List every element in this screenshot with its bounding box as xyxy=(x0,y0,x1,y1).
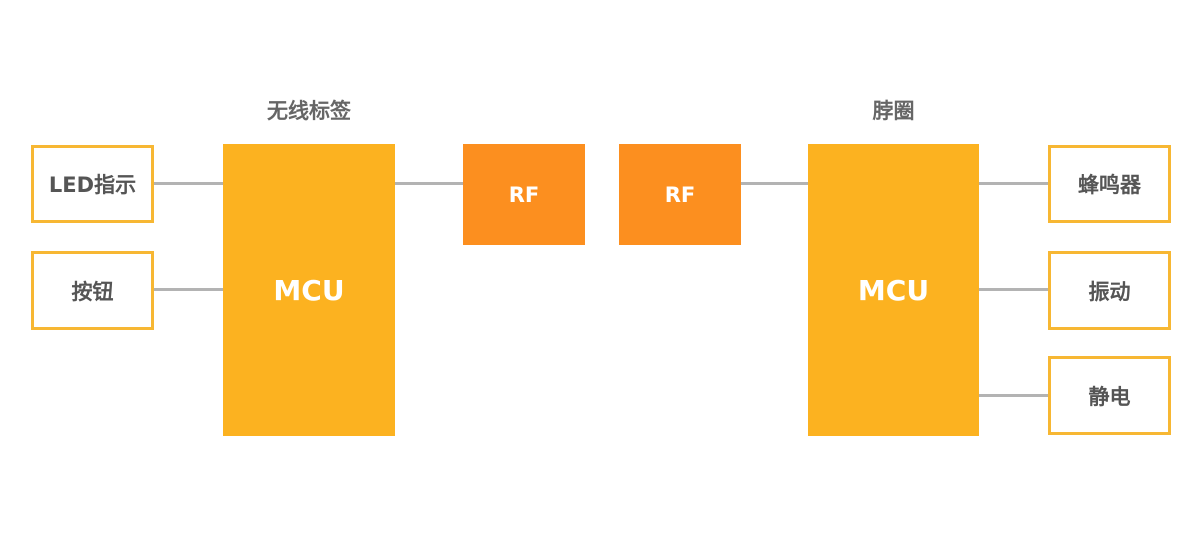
tag-rf-block: RF xyxy=(463,144,585,245)
led-indicator-box: LED指示 xyxy=(31,145,154,223)
vibration-label: 振动 xyxy=(1088,279,1131,304)
connector-mcu-buzzer xyxy=(979,182,1049,185)
connector-mcu-vibration xyxy=(979,288,1049,291)
tag-mcu-label: MCU xyxy=(273,273,345,307)
collar-rf-label: RF xyxy=(664,182,696,207)
collar-mcu-label: MCU xyxy=(857,273,930,307)
collar-rf-block: RF xyxy=(619,144,741,245)
connector-button-mcu xyxy=(154,288,223,291)
buzzer-label: 蜂鸣器 xyxy=(1078,173,1141,197)
tag-rf-label: RF xyxy=(508,182,540,207)
led-indicator-label: LED指示 xyxy=(48,173,137,197)
tag-title: 无线标签 xyxy=(267,99,351,123)
collar-mcu-block: MCU xyxy=(808,144,979,436)
connector-tag-mcu-rf xyxy=(395,182,463,185)
connector-collar-rf-mcu xyxy=(741,182,808,185)
vibration-box: 振动 xyxy=(1048,251,1171,330)
tag-mcu-block: MCU xyxy=(223,144,395,436)
button-label: 按钮 xyxy=(71,279,114,304)
connector-led-mcu xyxy=(154,182,223,185)
connector-mcu-static xyxy=(979,394,1049,397)
button-box: 按钮 xyxy=(31,251,154,330)
buzzer-box: 蜂鸣器 xyxy=(1048,145,1171,223)
static-box: 静电 xyxy=(1048,356,1171,435)
static-label: 静电 xyxy=(1088,384,1131,409)
collar-title: 脖圈 xyxy=(872,99,915,123)
